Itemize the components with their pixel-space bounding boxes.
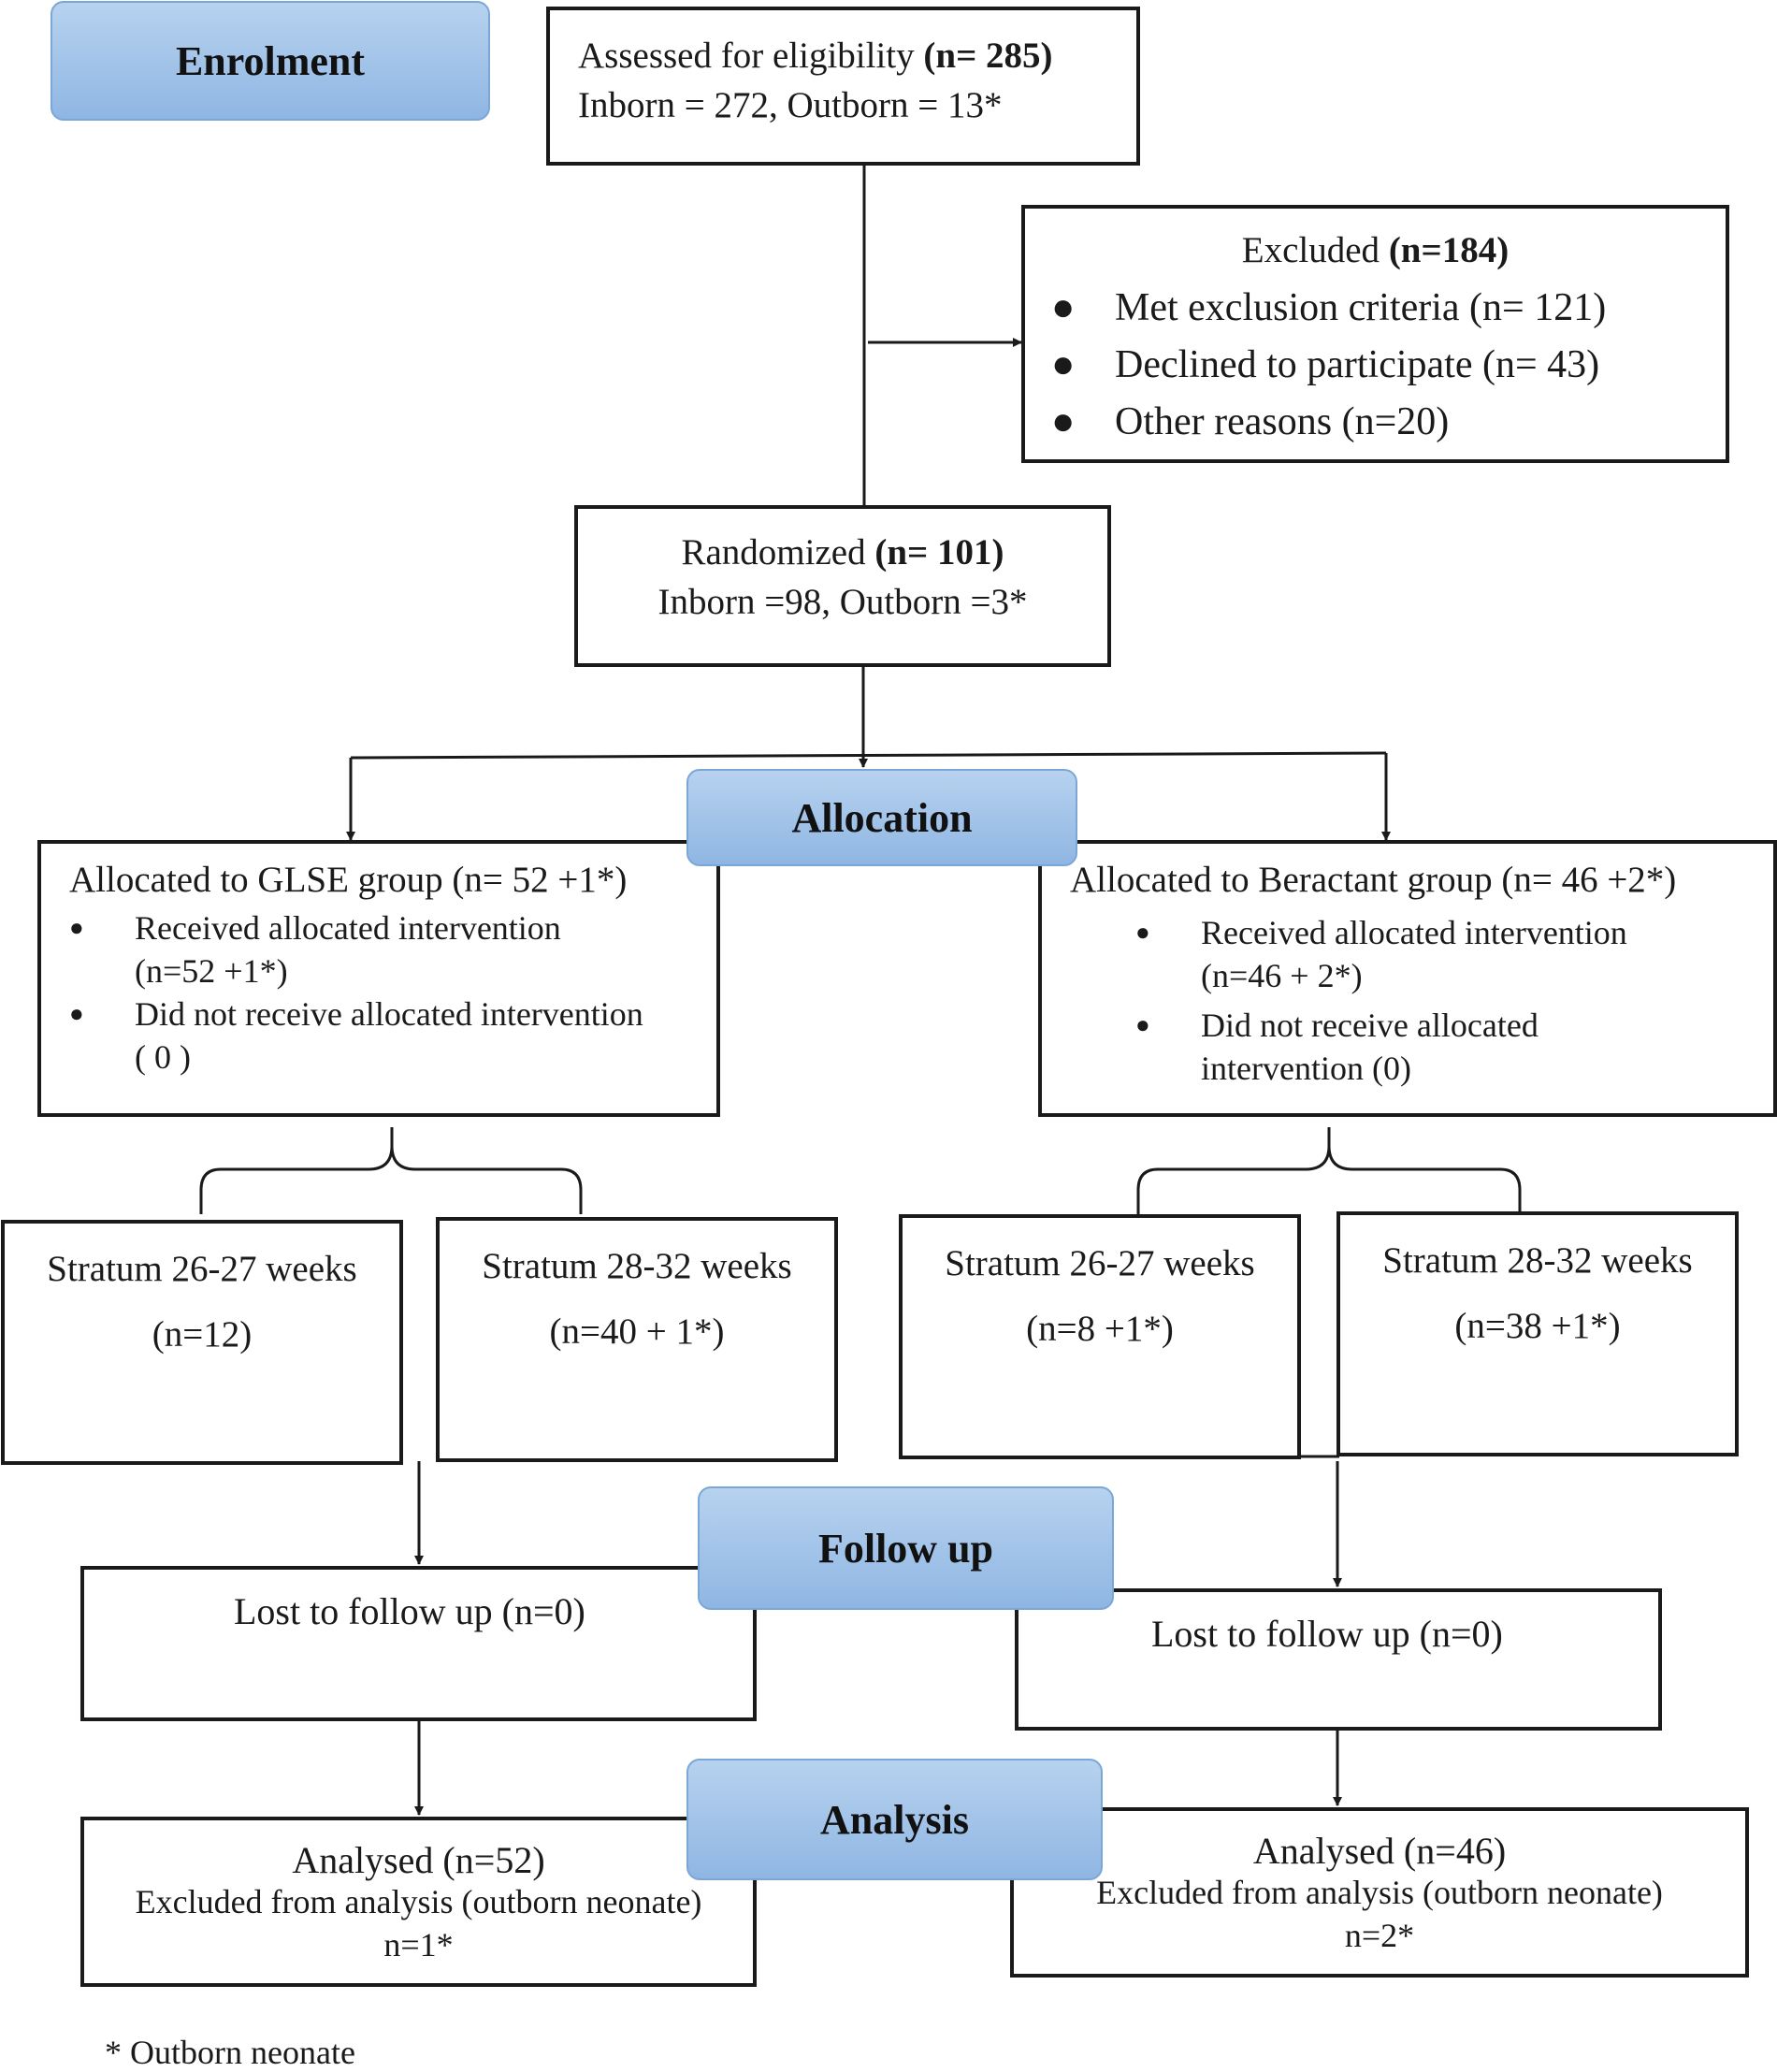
beractant-items: ● Received allocated intervention (n=46 …	[1135, 911, 1627, 1090]
beractant-item-line2: (n=46 + 2*)	[1201, 957, 1363, 994]
excluded-reason: ●Met exclusion criteria (n= 121)	[1051, 286, 1607, 329]
assessed-label: Assessed for eligibility	[578, 36, 915, 76]
assessed-box: Assessed for eligibility (n= 285) Inborn…	[546, 7, 1140, 166]
glse-title: Allocated to GLSE group (n= 52 +1*)	[69, 860, 628, 900]
analysis-stage-label: Analysis	[686, 1759, 1103, 1880]
glse-item-line1: Did not receive allocated intervention	[135, 995, 643, 1033]
analysed-right-title: Analysed (n=46)	[1252, 1830, 1507, 1872]
assessed-line2: Inborn = 272, Outborn = 13*	[578, 85, 1003, 125]
glse-item: ● Received allocated intervention (n=52 …	[69, 906, 643, 993]
randomized-n: (n= 101)	[874, 532, 1004, 572]
lost-followup-right-text: Lost to follow up (n=0)	[1151, 1613, 1503, 1655]
stratum-n: (n=12)	[152, 1314, 253, 1355]
randomized-label: Randomized	[681, 532, 866, 572]
excluded-reason: ●Declined to participate (n= 43)	[1051, 343, 1600, 386]
assessed-n: (n= 285)	[923, 36, 1053, 76]
beractant-item: ● Did not receive allocated intervention…	[1135, 1004, 1627, 1090]
stratum-box: Stratum 28-32 weeks (n=38 +1*)	[1336, 1211, 1739, 1456]
excluded-label: Excluded	[1241, 230, 1380, 270]
lost-followup-box-right: Lost to follow up (n=0)	[1015, 1588, 1662, 1731]
stratum-label: Stratum 28-32 weeks	[482, 1246, 792, 1286]
lost-followup-left-text: Lost to follow up (n=0)	[234, 1590, 585, 1632]
right-strata-brace	[1136, 1127, 1522, 1214]
assessed-line1: Assessed for eligibility (n= 285)	[578, 31, 1053, 80]
analysed-box-left: Analysed (n=52) Excluded from analysis (…	[80, 1817, 757, 1987]
stratum-box: Stratum 28-32 weeks (n=40 + 1*)	[436, 1217, 838, 1462]
stratum-label: Stratum 26-27 weeks	[945, 1243, 1255, 1283]
allocation-split	[350, 751, 1387, 760]
analysed-right-line2: Excluded from analysis (outborn neonate)	[1096, 1874, 1663, 1911]
glse-group-box: Allocated to GLSE group (n= 52 +1*) ● Re…	[37, 840, 720, 1117]
stratum-n: (n=40 + 1*)	[549, 1311, 725, 1352]
allocation-stage-label: Allocation	[686, 769, 1077, 866]
glse-item-line2: ( 0 )	[135, 1038, 191, 1076]
analysed-left-line2: Excluded from analysis (outborn neonate)	[135, 1883, 702, 1920]
beractant-item: ● Received allocated intervention (n=46 …	[1135, 911, 1627, 997]
excluded-n: (n=184)	[1388, 230, 1510, 270]
excluded-box: Excluded (n=184) ●Met exclusion criteria…	[1021, 205, 1729, 463]
footnote: * Outborn neonate	[105, 2034, 355, 2071]
beractant-group-box: Allocated to Beractant group (n= 46 +2*)…	[1038, 840, 1777, 1117]
stratum-label: Stratum 28-32 weeks	[1382, 1240, 1693, 1281]
randomized-box: Randomized (n= 101) Inborn =98, Outborn …	[574, 505, 1111, 667]
enrolment-stage-label: Enrolment	[51, 1, 490, 121]
stratum-box: Stratum 26-27 weeks (n=8 +1*)	[899, 1214, 1301, 1459]
analysed-right-line3: n=2*	[1344, 1917, 1415, 1954]
analysed-box-right: Analysed (n=46) Excluded from analysis (…	[1010, 1807, 1749, 1978]
beractant-item-line1: Received allocated intervention	[1201, 914, 1627, 951]
stratum-n: (n=8 +1*)	[1026, 1309, 1174, 1349]
beractant-title: Allocated to Beractant group (n= 46 +2*)	[1070, 860, 1677, 900]
left-strata-brace	[199, 1127, 583, 1214]
analysed-left-line3: n=1*	[383, 1926, 454, 1963]
glse-items: ● Received allocated intervention (n=52 …	[69, 906, 643, 1079]
glse-item-line2: (n=52 +1*)	[135, 952, 288, 990]
stratum-label: Stratum 26-27 weeks	[47, 1249, 357, 1289]
follow-up-stage-label: Follow up	[698, 1486, 1114, 1610]
beractant-item-line2: intervention (0)	[1201, 1050, 1411, 1087]
analysed-left-title: Analysed (n=52)	[292, 1839, 545, 1881]
excluded-title: Excluded (n=184)	[1025, 225, 1726, 275]
stratum-box: Stratum 26-27 weeks (n=12)	[1, 1220, 403, 1465]
lost-followup-box-left: Lost to follow up (n=0)	[80, 1566, 757, 1721]
stratum-n: (n=38 +1*)	[1454, 1306, 1621, 1346]
randomized-line1: Randomized (n= 101)	[578, 528, 1107, 577]
randomized-line2: Inborn =98, Outborn =3*	[657, 582, 1028, 622]
glse-item: ● Did not receive allocated intervention…	[69, 993, 643, 1079]
excluded-reasons-list: ●Met exclusion criteria (n= 121) ●Declin…	[1051, 280, 1606, 451]
beractant-item-line1: Did not receive allocated	[1201, 1007, 1539, 1044]
glse-item-line1: Received allocated intervention	[135, 909, 561, 947]
excluded-reason: ●Other reasons (n=20)	[1051, 400, 1450, 443]
